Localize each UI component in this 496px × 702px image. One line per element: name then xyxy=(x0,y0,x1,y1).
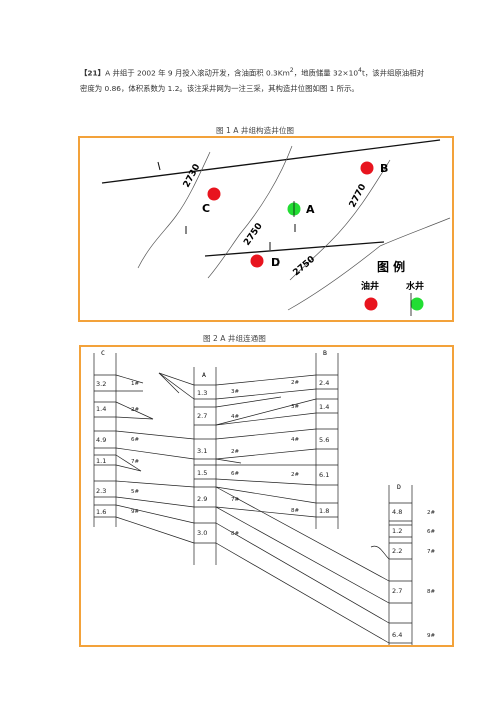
diagram-label: 2.4 xyxy=(319,379,329,387)
diagram-label: 3.2 xyxy=(96,380,106,388)
contour-label: 2750 xyxy=(292,255,318,279)
contour-label: 2770 xyxy=(348,183,369,210)
well-label-b: B xyxy=(380,162,388,175)
diagram-label: 8# xyxy=(291,508,299,514)
legend-water-label: 水井 xyxy=(406,280,424,292)
diagram-label: 6# xyxy=(427,529,435,535)
diagram-label: 6.1 xyxy=(319,471,329,479)
diagram-label: 2.2 xyxy=(392,547,402,555)
well-b-title: B xyxy=(323,349,327,357)
structure-map: 2730 2750 2770 2750 B C A D 图 例 油井 水井 xyxy=(101,139,451,316)
diagram-label: 2.9 xyxy=(197,495,207,503)
problem-text: 【21】A 井组于 2002 年 9 月投入滚动开发，含油面积 0.3Km2，地… xyxy=(80,67,424,94)
contour-line xyxy=(289,159,391,281)
diagram-label: 1.4 xyxy=(319,403,329,411)
diagram-label: 4# xyxy=(291,437,299,443)
diagram-label: 5# xyxy=(131,489,139,495)
diagram-label: 7# xyxy=(427,549,435,555)
contour-line xyxy=(207,145,293,279)
diagram-label: 2# xyxy=(131,407,139,413)
diagram-label: 1.3 xyxy=(197,389,207,397)
diagram-label: 1.8 xyxy=(319,507,329,515)
fault-line-lower xyxy=(204,241,385,257)
well-d-title: D xyxy=(397,483,401,491)
diagram-label: 1.2 xyxy=(392,527,402,535)
diagram-label: 2.7 xyxy=(197,412,207,420)
diagram-label: 1# xyxy=(131,381,139,387)
legend-title: 图 例 xyxy=(377,259,405,274)
diagram-label: 8# xyxy=(231,531,239,537)
diagram-label: 6# xyxy=(231,471,239,477)
diagram-label: 2# xyxy=(291,380,299,386)
diagram-label: 4.9 xyxy=(96,436,106,444)
fault-line-upper xyxy=(101,139,441,184)
diagram-label: 9# xyxy=(131,509,139,515)
diagram-label: 3# xyxy=(291,404,299,410)
contour-line xyxy=(287,245,381,311)
well-c-title: C xyxy=(101,349,105,357)
diagram-label: 1.6 xyxy=(96,508,106,516)
diagram-label: 7# xyxy=(231,497,239,503)
diagram-label: 2# xyxy=(291,472,299,478)
well-label-a: A xyxy=(306,203,315,216)
diagram-label: 7# xyxy=(131,459,139,465)
problem-number: 【21】 xyxy=(80,68,106,78)
diagram-label: 2.3 xyxy=(96,487,106,495)
oil-well-d-marker[interactable] xyxy=(250,254,264,268)
well-label-c: C xyxy=(202,202,210,215)
figure1-frame: 2730 2750 2770 2750 B C A D 图 例 油井 水井 xyxy=(78,136,454,322)
connectivity-diagram: C A B D 3.2 1.4 4.9 1.1 2.3 1.6 1# 2# 6#… xyxy=(93,349,435,645)
diagram-label: 1.5 xyxy=(197,469,207,477)
diagram-label: 2.7 xyxy=(392,587,402,595)
contour-line xyxy=(137,151,211,269)
diagram-label: 8# xyxy=(427,589,435,595)
figure2-frame: C A B D 3.2 1.4 4.9 1.1 2.3 1.6 1# 2# 6#… xyxy=(79,345,454,647)
correlation-lines xyxy=(115,372,390,644)
diagram-label: 9# xyxy=(427,633,435,639)
well-a-title: A xyxy=(202,371,206,379)
figure2-caption: 图 2 A 井组连通图 xyxy=(203,334,266,343)
diagram-label: 6# xyxy=(131,437,139,443)
diagram-label: 5.6 xyxy=(319,436,329,444)
diagram-label: 6.4 xyxy=(392,631,402,639)
contour-label: 2750 xyxy=(242,221,265,247)
diagram-label: 3.1 xyxy=(197,447,207,455)
diagram-label: 1.1 xyxy=(96,457,106,465)
diagram-label: 2# xyxy=(231,449,239,455)
diagram-label: 3# xyxy=(231,389,239,395)
well-label-d: D xyxy=(271,256,280,269)
diagram-label: 4.8 xyxy=(392,508,402,516)
diagram-label: 2# xyxy=(427,510,435,516)
diagram-label: 4# xyxy=(231,414,239,420)
diagram-label: 3.0 xyxy=(197,529,207,537)
contour-label: 2730 xyxy=(182,163,203,190)
legend-water-marker xyxy=(410,297,424,311)
legend-oil-marker xyxy=(364,297,378,311)
oil-well-c-marker[interactable] xyxy=(207,187,221,201)
oil-well-b-marker[interactable] xyxy=(360,161,374,175)
legend-oil-label: 油井 xyxy=(361,280,379,292)
figure1-caption: 图 1 A 井组构造井位图 xyxy=(216,126,295,135)
diagram-label: 1.4 xyxy=(96,405,106,413)
